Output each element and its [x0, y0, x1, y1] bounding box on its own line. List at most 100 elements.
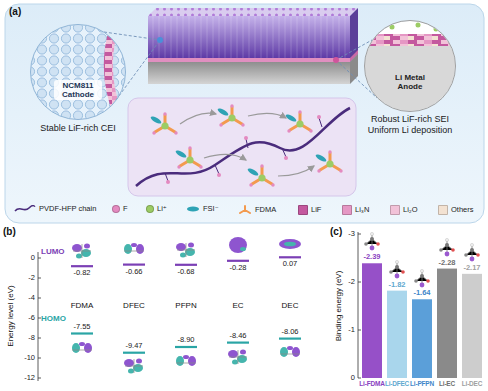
legend-text: F [123, 205, 128, 213]
legend-swatch [390, 205, 400, 215]
molecule-name: EC [232, 301, 243, 310]
legend-item: Li₂O [390, 205, 418, 215]
bar [412, 299, 432, 378]
tick-label: -2 [28, 274, 35, 283]
cathode-circle: NCM811 CathodeStable LiF-rich CEI [30, 24, 126, 120]
bar [462, 274, 482, 378]
circle-label: NCM811 Cathode [54, 80, 102, 100]
legend-text: FDMA [255, 206, 276, 214]
level-value: -0.66 [125, 268, 142, 277]
legend-symbol-art [14, 205, 36, 213]
category-label: Li-PFPN [410, 380, 434, 387]
tick-label: -4 [28, 294, 35, 303]
tick-label: -8 [28, 334, 35, 343]
legend-item: PVDF-HFP chain [14, 205, 96, 213]
legend-symbol [186, 205, 200, 213]
legend-symbol-art [186, 205, 200, 213]
bar-value: -1.82 [388, 281, 405, 290]
tick-mark [38, 358, 41, 359]
legend-item: F [112, 205, 128, 213]
legend-item: Li₃N [342, 205, 369, 215]
callout-text: Robust LiF-rich SEI [371, 114, 449, 124]
bar-value: -2.28 [438, 259, 455, 268]
callout-text: Uniform Li deposition [368, 125, 453, 135]
energy-level-line [227, 342, 249, 344]
tick-mark [38, 378, 41, 379]
energy-level-line [71, 332, 93, 334]
molecule-name: DFEC [123, 301, 145, 310]
level-value: -7.55 [73, 323, 90, 332]
legend-item: FDMA [238, 205, 276, 215]
level-value: -9.47 [125, 342, 142, 351]
level-value: 0.07 [283, 260, 298, 269]
legend-swatch [342, 205, 352, 215]
legend-text: Li₃N [355, 206, 369, 214]
level-value: -8.90 [177, 336, 194, 345]
tick-mark [358, 282, 361, 283]
tick-mark [358, 378, 361, 379]
tick-label: -2 [348, 278, 355, 287]
tick-label: 0 [351, 374, 355, 383]
molecule-name: FDMA [71, 301, 94, 310]
orbital-label: LUMO [41, 247, 65, 256]
legend-text: FSI⁻ [203, 205, 219, 213]
tick-label: -6 [28, 314, 35, 323]
legend-text: PVDF-HFP chain [39, 205, 96, 213]
category-label: Li-FDMA [359, 380, 384, 387]
legend-symbol [14, 205, 36, 213]
tick-mark [38, 318, 41, 319]
level-value: -0.68 [177, 268, 194, 277]
tick-mark [38, 338, 41, 339]
legend-swatch [298, 205, 308, 215]
legend-text: Others [451, 206, 474, 214]
bar-value: -2.39 [363, 253, 380, 262]
energy-level-line [279, 256, 301, 258]
legend-text: Li⁺ [157, 205, 167, 213]
legend-item: LiF [298, 205, 321, 215]
axis-label: Binding energy (eV) [334, 271, 343, 342]
anode-circle: Li Metal AnodeRobust LiF-rich SEIUniform… [364, 20, 456, 112]
bar-value: -1.64 [413, 289, 430, 298]
circle-label: Li Metal Anode [383, 73, 437, 91]
energy-level-line [227, 260, 249, 262]
molecule-name: PFPN [175, 301, 196, 310]
orbital-label: HOMO [41, 314, 66, 323]
axis-label: Energy level (eV) [6, 285, 15, 346]
tick-mark [38, 298, 41, 299]
tick-mark [38, 278, 41, 279]
energy-level-line [71, 265, 93, 267]
bar [387, 291, 407, 378]
bar [437, 269, 457, 378]
legend-item: Others [438, 205, 474, 215]
level-value: -8.06 [281, 328, 298, 337]
tick-label: -12 [24, 374, 35, 383]
category-label: Li-EC [439, 380, 455, 387]
molecule-name: DEC [282, 301, 299, 310]
energy-level-line [175, 264, 197, 266]
legend-swatch [112, 205, 120, 213]
panel-label: (b) [3, 226, 16, 238]
panel-label: (c) [330, 226, 342, 238]
level-value: -0.28 [229, 264, 246, 273]
tick-label: -1 [348, 326, 355, 335]
tick-mark [358, 234, 361, 235]
energy-level-line [279, 338, 301, 340]
category-label: Li-DFEC [385, 380, 409, 387]
energy-level-line [123, 352, 145, 354]
bar [362, 263, 382, 378]
energy-level-line [123, 264, 145, 266]
callout-text: Stable LiF-rich CEI [40, 123, 116, 133]
tick-mark [358, 330, 361, 331]
tick-label: 0 [31, 254, 35, 263]
legend-swatch [438, 205, 448, 215]
legend-symbol-art [238, 205, 252, 215]
category-label: Li-DEC [462, 380, 482, 387]
level-value: -8.46 [229, 332, 246, 341]
legend-text: LiF [311, 206, 321, 214]
energy-level-line [175, 346, 197, 348]
legend-symbol [238, 205, 252, 215]
tick-label: -3 [348, 230, 355, 239]
legend-item: Li⁺ [146, 205, 167, 213]
legend-swatch [146, 205, 154, 213]
